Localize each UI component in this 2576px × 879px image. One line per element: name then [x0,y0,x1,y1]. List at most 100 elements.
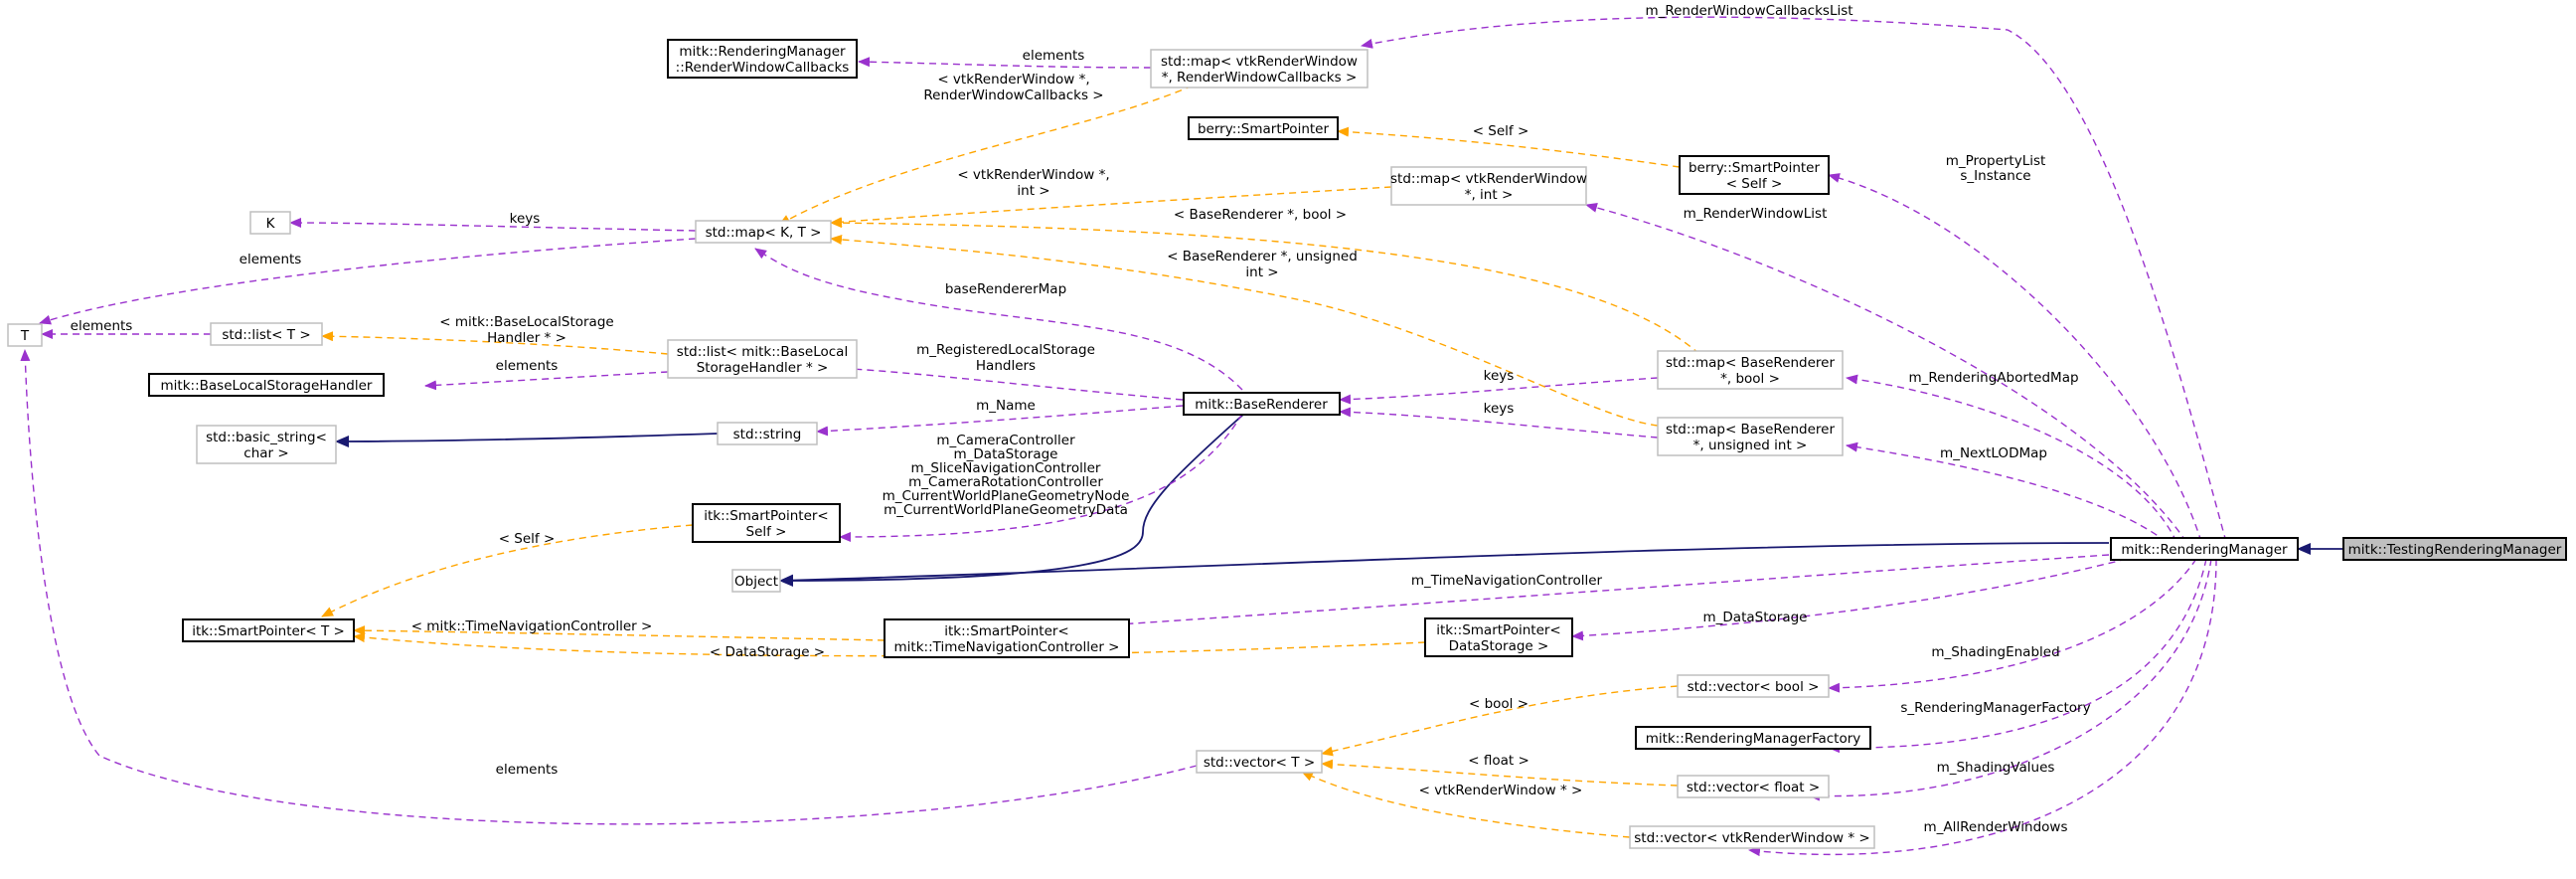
svg-text:m_RegisteredLocalStorage: m_RegisteredLocalStorage [916,342,1095,358]
edge-label-keys-uint: keys [1484,401,1515,417]
svg-text:elements: elements [71,318,133,334]
edge-vec-t-elements [20,349,1198,825]
svg-text:std::map< vtkRenderWindow: std::map< vtkRenderWindow [1161,54,1358,70]
svg-text:RenderWindowCallbacks >: RenderWindowCallbacks > [923,88,1103,103]
svg-text:std::map< BaseRenderer: std::map< BaseRenderer [1666,422,1836,438]
edge-label-m-name: m_Name [976,398,1036,414]
svg-text:m_RenderingAbortedMap: m_RenderingAbortedMap [1908,370,2078,386]
svg-text:berry::SmartPointer: berry::SmartPointer [1198,121,1330,137]
svg-text:mitk::TimeNavigationController: mitk::TimeNavigationController > [894,639,1120,655]
edge-label-aborted: m_RenderingAbortedMap [1908,370,2078,386]
svg-text:std::basic_string<: std::basic_string< [206,430,327,445]
node-berry-smart-pointer[interactable]: berry::SmartPointer [1188,116,1339,140]
node-render-window-callbacks[interactable]: mitk::RenderingManager ::RenderWindowCal… [667,39,858,79]
node-base-local-storage-handler[interactable]: mitk::BaseLocalStorageHandler [148,373,385,397]
edge-rwc-list [1361,16,2227,543]
edge-label-tmpl-float: < float > [1468,753,1530,769]
node-std-vector-render-window[interactable]: std::vector< vtkRenderWindow * > [1629,825,1875,849]
edge-shading-values [1808,558,2212,801]
svg-text:keys: keys [1484,368,1515,384]
edge-label-all-rw: m_AllRenderWindows [1924,819,2068,835]
edge-label-tmpl-br-bool: < BaseRenderer *, bool > [1174,207,1347,223]
svg-text:m_NextLODMap: m_NextLODMap [1940,445,2047,461]
node-berry-smart-pointer-self[interactable]: berry::SmartPointer < Self > [1679,155,1830,195]
edge-label-tmpl-br-uint: < BaseRenderer *, unsigned int > [1167,249,1358,280]
edge-property-list [1828,173,2202,543]
svg-text:mitk::BaseRenderer: mitk::BaseRenderer [1195,397,1328,413]
svg-text:< vtkRenderWindow *,: < vtkRenderWindow *, [937,72,1089,88]
node-k[interactable]: K [249,211,291,235]
node-std-map-kt[interactable]: std::map< K, T > [695,220,832,244]
edge-tmpl-rw-int [830,186,1392,228]
svg-text:mitk::RenderingManager: mitk::RenderingManager [2121,542,2288,558]
svg-text:mitk::BaseLocalStorageHandler: mitk::BaseLocalStorageHandler [161,378,373,394]
edge-tmpl-bool [1321,685,1679,757]
svg-text:< Self >: < Self > [1473,123,1530,139]
node-std-basic-string[interactable]: std::basic_string< char > [196,425,337,464]
node-std-vector-float[interactable]: std::vector< float > [1677,775,1830,798]
svg-text:m_CameraController: m_CameraController [936,433,1075,448]
node-std-vector-t[interactable]: std::vector< T > [1196,750,1323,774]
node-map-br-bool[interactable]: std::map< BaseRenderer *, bool > [1657,350,1844,390]
svg-text:std::string: std::string [733,427,802,442]
edge-label-keys-k: keys [510,211,541,227]
svg-text:< mitk::TimeNavigationControll: < mitk::TimeNavigationController > [411,618,653,634]
edge-blsh-elements [424,371,669,391]
svg-text:std::list< T >: std::list< T > [222,327,310,343]
node-itk-smart-pointer-t[interactable]: itk::SmartPointer< T > [182,618,355,642]
svg-text:m_RenderWindowCallbacksList: m_RenderWindowCallbacksList [1645,3,1852,19]
edge-label-registered: m_RegisteredLocalStorage Handlers [916,342,1095,374]
node-itk-smart-pointer-self[interactable]: itk::SmartPointer< Self > [692,503,841,543]
svg-text:::RenderWindowCallbacks: ::RenderWindowCallbacks [676,60,850,76]
svg-text:Handlers: Handlers [976,358,1036,374]
node-std-string[interactable]: std::string [717,422,818,445]
svg-text:keys: keys [510,211,541,227]
svg-text:*, int >: *, int > [1465,187,1514,203]
svg-text:elements: elements [1023,48,1085,64]
svg-text:std::vector< T >: std::vector< T > [1204,755,1315,771]
edge-label-elements-map: elements [240,252,302,267]
svg-text:StorageHandler * >: StorageHandler * > [697,360,829,376]
node-object[interactable]: Object [731,569,781,593]
node-rendering-manager-factory[interactable]: mitk::RenderingManagerFactory [1635,726,1871,750]
node-map-rw-int[interactable]: std::map< vtkRenderWindow *, int > [1390,166,1587,206]
node-t[interactable]: T [7,323,43,347]
svg-text:m_ShadingEnabled: m_ShadingEnabled [1931,644,2059,660]
edge-label-tnc: m_TimeNavigationController [1411,573,1603,589]
svg-text:K: K [266,216,276,232]
svg-text:*, RenderWindowCallbacks >: *, RenderWindowCallbacks > [1162,70,1358,86]
svg-text:elements: elements [496,762,559,778]
svg-text:m_ShadingValues: m_ShadingValues [1937,760,2055,776]
node-map-rw-callbacks[interactable]: std::map< vtkRenderWindow *, RenderWindo… [1150,49,1368,88]
edge-br-inherits-object [779,413,1245,587]
svg-text:< bool >: < bool > [1469,696,1529,712]
edge-br-members [839,413,1243,542]
svg-text:Object: Object [734,574,778,590]
svg-text:std::map< BaseRenderer: std::map< BaseRenderer [1666,355,1836,371]
node-std-vector-bool[interactable]: std::vector< bool > [1677,674,1830,698]
node-rendering-manager[interactable]: mitk::RenderingManager [2110,537,2299,561]
node-std-list-blsh[interactable]: std::list< mitk::BaseLocal StorageHandle… [667,339,858,379]
node-std-list-t[interactable]: std::list< T > [210,322,323,346]
node-itk-smart-pointer-ds[interactable]: itk::SmartPointer< DataStorage > [1424,617,1573,657]
svg-text:< vtkRenderWindow * >: < vtkRenderWindow * > [1419,783,1583,798]
edge-base-renderer-map [754,248,1243,391]
node-itk-smart-pointer-tnc[interactable]: itk::SmartPointer< mitk::TimeNavigationC… [884,618,1130,658]
node-testing-rendering-manager[interactable]: mitk::TestingRenderingManager [2342,537,2567,561]
edge-label-keys-bool: keys [1484,368,1515,384]
edge-tmpl-br-bool [830,218,1700,355]
svg-text:< Self >: < Self > [1726,176,1783,192]
edge-label-elements-list: elements [71,318,133,334]
node-map-br-uint[interactable]: std::map< BaseRenderer *, unsigned int > [1657,417,1844,456]
node-base-renderer[interactable]: mitk::BaseRenderer [1183,392,1341,416]
svg-text:int >: int > [1245,264,1278,280]
edge-tmpl-br-uint [830,234,1659,427]
svg-text:*, unsigned int >: *, unsigned int > [1693,438,1808,453]
edge-label-itk-self: < Self > [499,531,556,547]
edge-m-name [816,405,1184,437]
svg-text:elements: elements [496,358,559,374]
edge-map-rwc-elements [858,57,1152,69]
edge-label-shading-values: m_ShadingValues [1937,760,2055,776]
edge-label-tmpl-rw-int: < vtkRenderWindow *, int > [957,167,1109,199]
svg-text:itk::SmartPointer< T >: itk::SmartPointer< T > [192,623,345,639]
